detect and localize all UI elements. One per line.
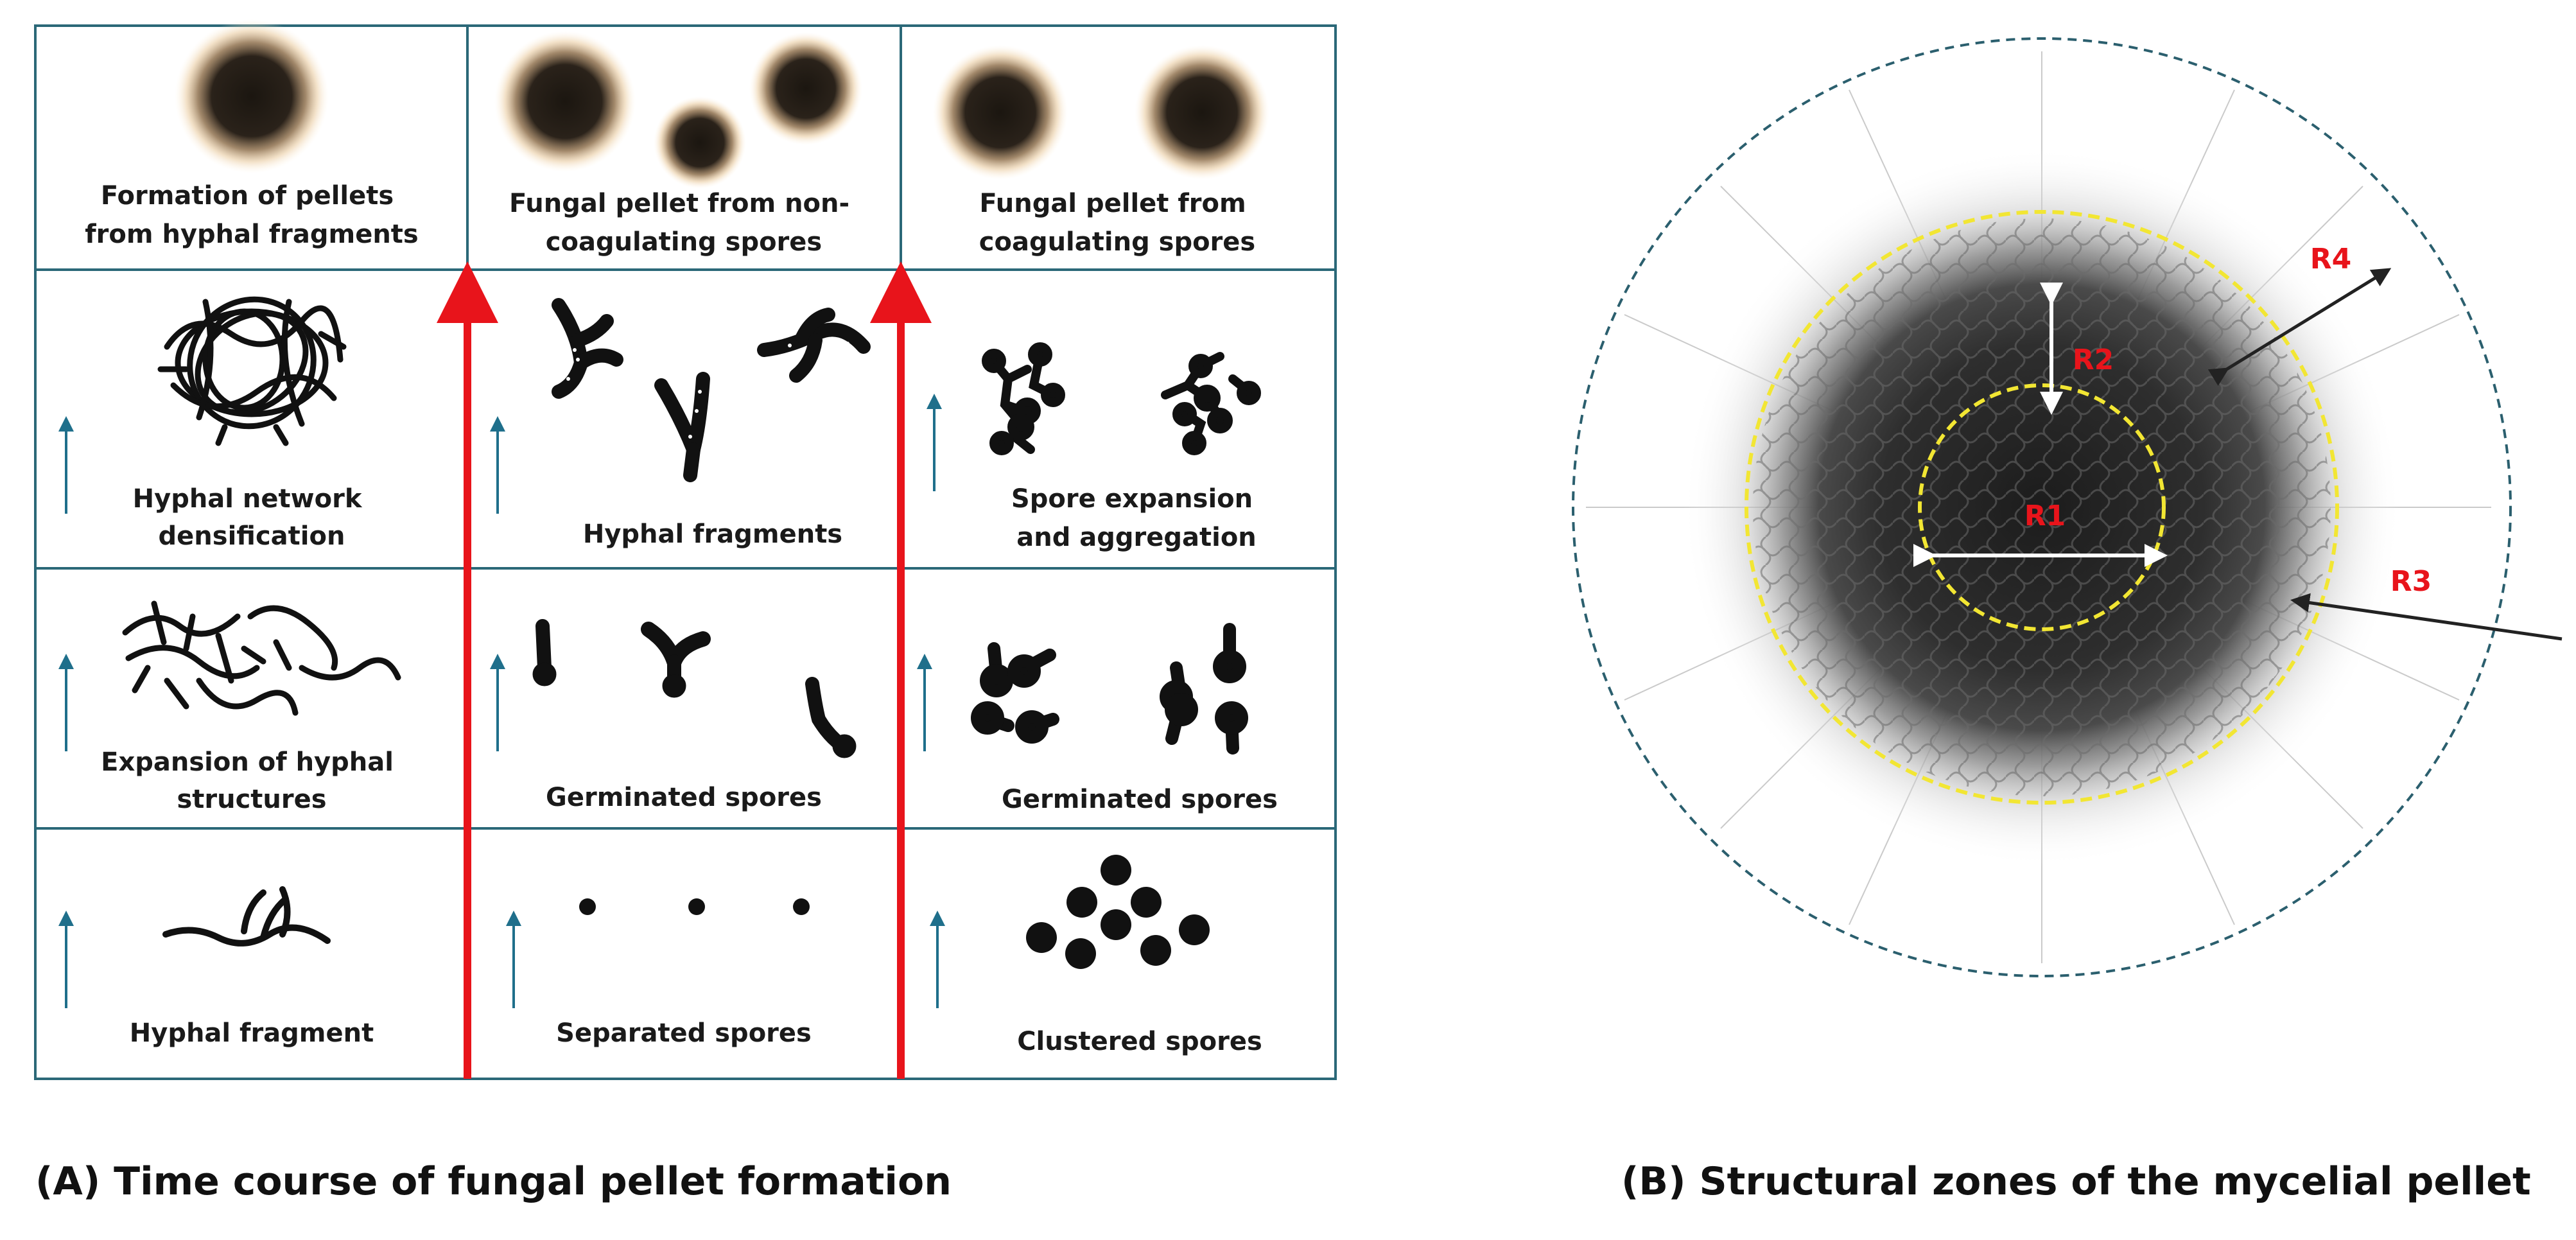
spore-dot [1140,935,1171,966]
column-3: Fungal pellet from coagulating spores Sp… [933,45,1278,1056]
hyphal-expansion-icon [122,600,401,716]
mycelium-mesh [1753,218,2331,796]
pellet-icon [1135,45,1269,180]
pellet-icon [654,96,746,189]
r2-label: R2 [2073,344,2114,376]
pellet-icon [749,32,862,145]
panel-a: Formation of pellets from hyphal fragmen… [34,19,1337,1204]
spore-dot [579,898,596,915]
outer-zone-circle [1572,37,2512,977]
col3-row2-label: Germinated spores [1002,785,1278,814]
grid-frame [34,24,1337,1080]
col3-row1-label: Spore expansion and aggregation [1011,484,1262,552]
hyphal-fragments-dots [566,338,849,439]
column-2: Fungal pellet from non- coagulating spor… [494,31,871,1048]
col1-row2-label: Expansion of hyphal structures [101,747,403,814]
r4-arrow [2207,268,2392,386]
panel-a-caption: (A) Time course of fungal pellet formati… [35,1159,952,1204]
r4-label: R4 [2310,243,2352,275]
col1-top-label: Formation of pellets from hyphal fragmen… [85,181,418,249]
column-1: Formation of pellets from hyphal fragmen… [85,19,419,1048]
spore-aggregation-icon [982,342,1261,455]
hyphal-network-icon [157,296,347,446]
spore-dot [1101,855,1131,886]
zone-circle-r1 [1918,383,2166,631]
col2-row2-label: Germinated spores [546,783,822,812]
col1-row1-label: Hyphal network densification [133,484,371,551]
clustered-spores-icon [1026,855,1210,969]
pellet-icon [933,45,1068,180]
col2-row1-label: Hyphal fragments [583,520,842,549]
spore-dot [1066,887,1097,918]
pellet-icon [494,31,636,172]
separated-spores-icon [579,898,810,915]
spore-dot [1131,887,1162,918]
zone-circle-r2 [1745,210,2339,805]
pellet-icon [175,19,329,173]
col2-top-label: Fungal pellet from non- coagulating spor… [509,189,858,257]
spore-dot [793,898,810,915]
panel-b: R1 R2 R3 R4 (B) Structural zones of the … [1572,37,2563,1204]
r3-arrow [2290,593,2563,641]
spore-dot [1101,909,1131,940]
col3-row3-label: Clustered spores [1017,1027,1262,1056]
spore-dot [688,898,705,915]
col2-row3-label: Separated spores [556,1018,812,1048]
hyphal-fragment-icon [162,886,331,947]
r3-label: R3 [2390,565,2432,598]
panel-b-caption: (B) Structural zones of the mycelial pel… [1621,1159,2531,1204]
r1-label: R1 [2024,500,2066,532]
spore-dot [1065,938,1096,969]
germinated-spores-icon-2 [971,623,1248,755]
col3-top-label: Fungal pellet from coagulating spores [979,189,1255,257]
germinated-spores-icon [532,619,857,758]
col1-row3-label: Hyphal fragment [130,1018,374,1048]
spore-dot [1026,922,1057,953]
hyphal-fragments-icon [552,298,871,482]
spore-dot [1179,914,1210,945]
small-blue-arrows [58,394,945,1008]
